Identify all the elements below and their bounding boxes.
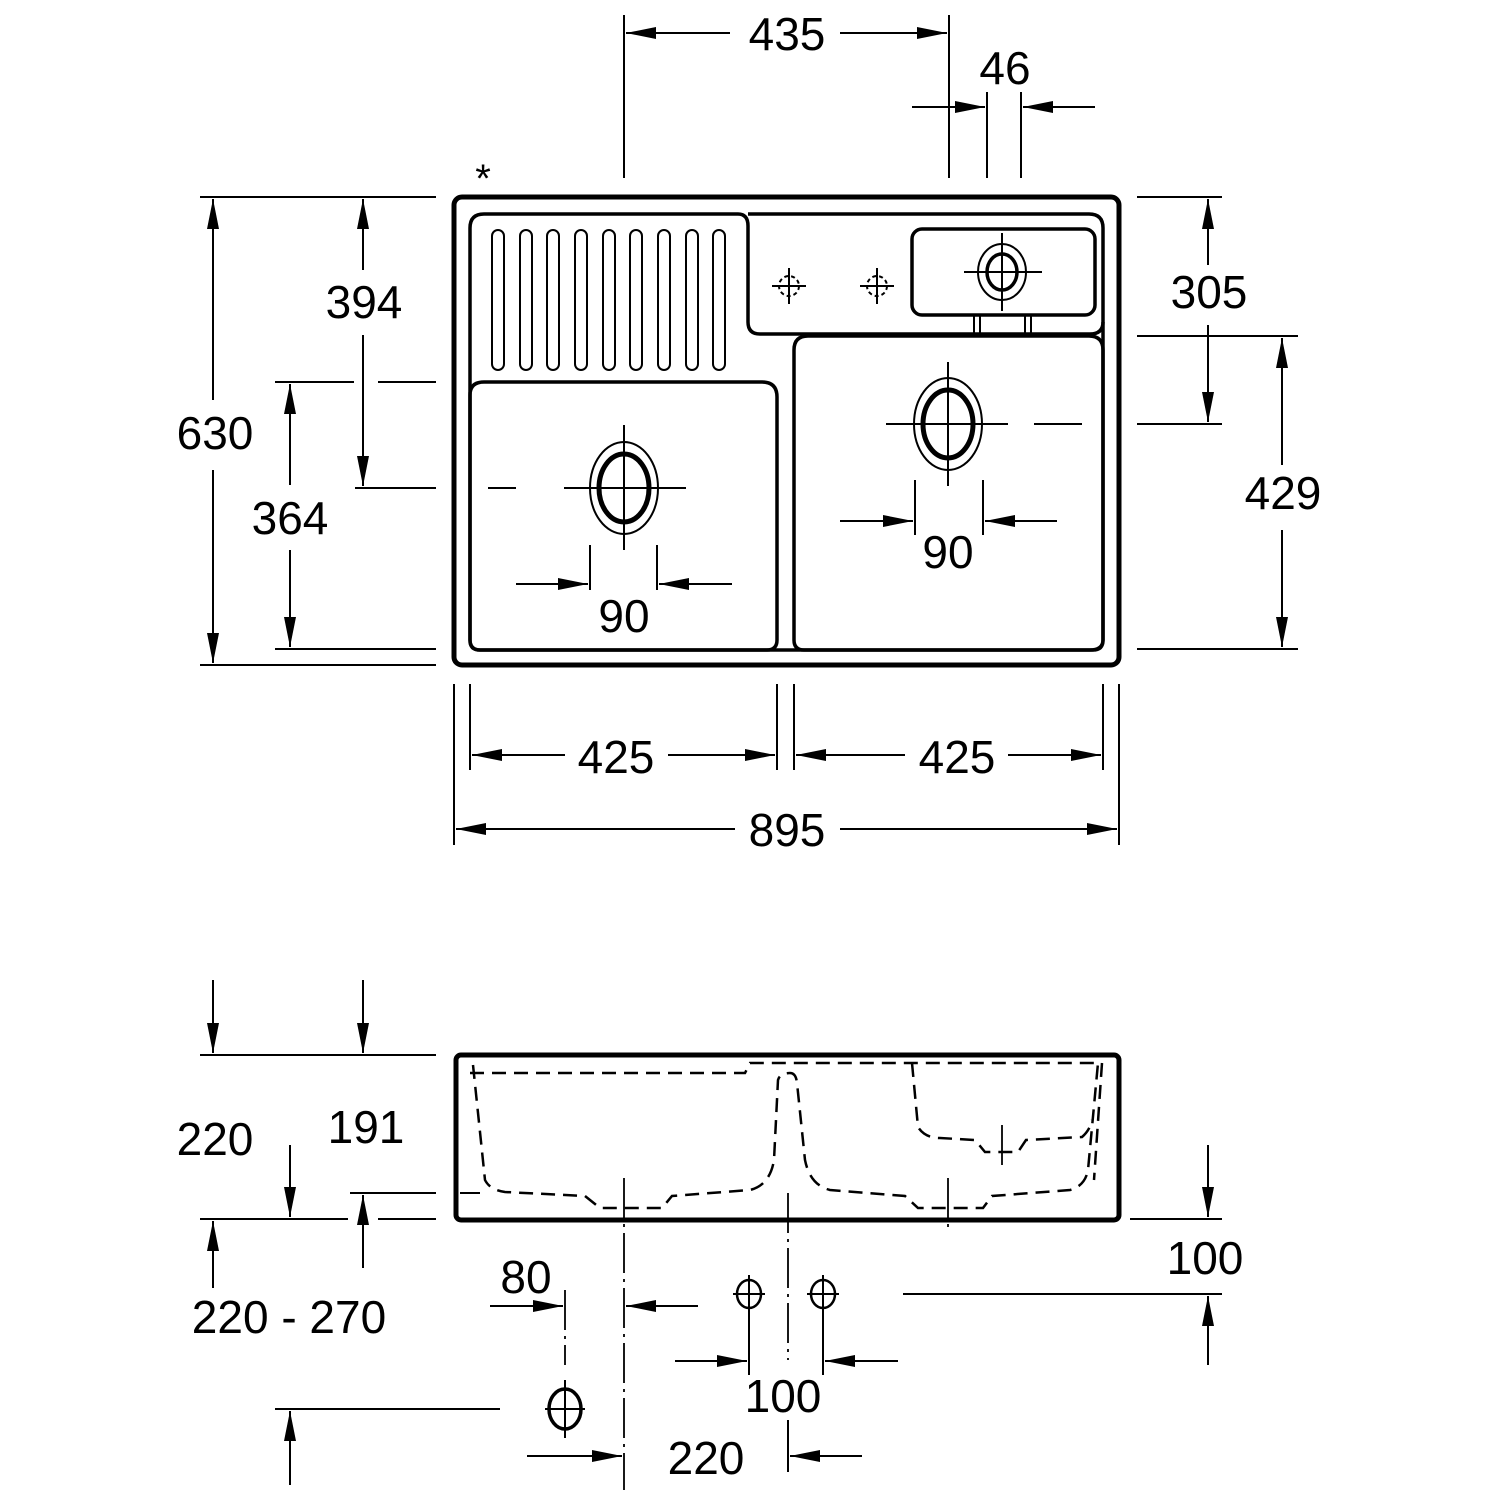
pipe-hole-icon xyxy=(733,1275,765,1375)
dim-waste-offset: 80 xyxy=(500,1251,551,1303)
drainer-grooves xyxy=(491,229,726,371)
small-waste-icon xyxy=(964,233,1042,311)
groove xyxy=(546,229,560,371)
groove xyxy=(519,229,533,371)
groove xyxy=(629,229,643,371)
dim-bowl-width-right: 425 xyxy=(919,731,996,783)
left-waste-icon xyxy=(488,425,686,550)
dim-cabinet-height: 220 - 270 xyxy=(192,1291,386,1343)
right-bowl xyxy=(792,334,1105,652)
asterisk-mark: * xyxy=(475,157,491,201)
dim-bowl-depth-left: 364 xyxy=(252,492,329,544)
drain-hole-icon xyxy=(545,1290,585,1438)
dim-total-depth: 630 xyxy=(177,407,254,459)
left-bowl xyxy=(468,380,779,652)
side-view: 220 191 220 - 270 80 100 220 100 xyxy=(177,980,1244,1490)
sink-outline xyxy=(451,194,1122,668)
right-waste-icon xyxy=(886,362,1082,486)
groove xyxy=(491,229,505,371)
groove xyxy=(685,229,699,371)
groove xyxy=(657,229,671,371)
pipe-hole-icon xyxy=(807,1275,839,1375)
dim-total-width: 895 xyxy=(749,804,826,856)
dim-waste-left: 90 xyxy=(598,590,649,642)
dim-drainer-depth: 394 xyxy=(326,276,403,328)
dim-overflow-width: 46 xyxy=(979,42,1030,94)
top-view: * xyxy=(177,8,1322,856)
tap-hole-icon xyxy=(860,268,894,304)
inner-rim xyxy=(468,212,1105,336)
dim-pipe-spacing: 100 xyxy=(745,1370,822,1422)
dim-bowl-width-left: 425 xyxy=(578,731,655,783)
small-bowl xyxy=(910,227,1097,317)
inner-rim-lower xyxy=(468,228,1105,652)
dim-bowl-depth: 191 xyxy=(328,1101,405,1153)
dim-waste-to-center: 220 xyxy=(668,1432,745,1484)
dim-bowl-depth-right: 429 xyxy=(1245,467,1322,519)
groove xyxy=(602,229,616,371)
dim-tap-offset: 435 xyxy=(749,8,826,60)
dim-waste-right: 90 xyxy=(922,526,973,578)
dim-pipe-height: 100 xyxy=(1167,1232,1244,1284)
dim-height-total: 220 xyxy=(177,1113,254,1165)
dim-top-to-waste: 305 xyxy=(1171,266,1248,318)
groove xyxy=(712,229,726,371)
groove xyxy=(574,229,588,371)
tap-hole-icon xyxy=(772,268,806,304)
